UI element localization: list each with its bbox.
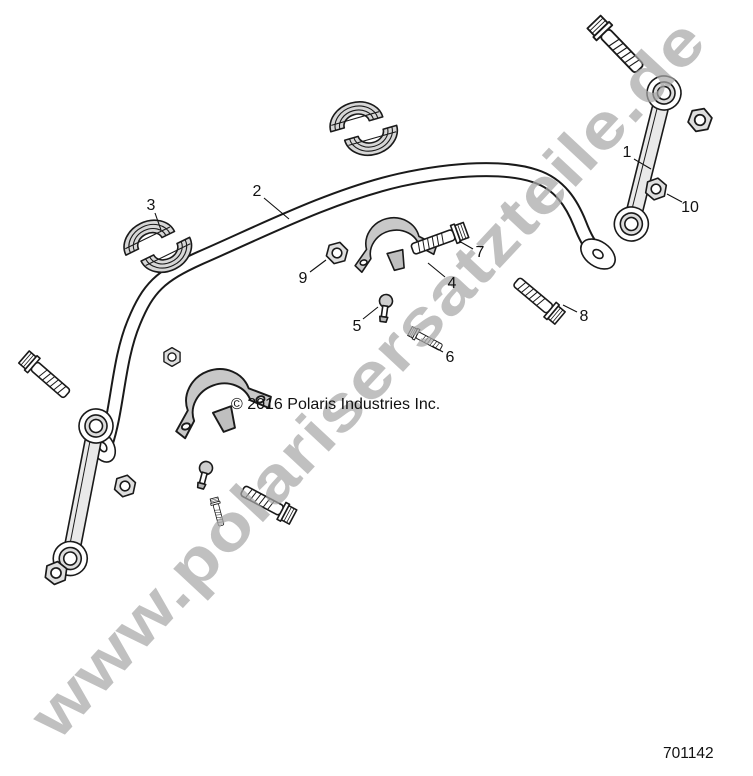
- ball-stud-left: [193, 459, 215, 491]
- callout-label-2: 2: [253, 183, 262, 200]
- part-number: 701142: [663, 745, 714, 762]
- callout-1: 1: [623, 144, 652, 170]
- bolt-top-left: [16, 349, 75, 403]
- callout-2: 2: [253, 183, 290, 220]
- callout-leader-7: [458, 240, 474, 250]
- callout-leader-5: [362, 306, 379, 320]
- callouts: 1 2 3 4 5 6 7 8: [147, 144, 699, 366]
- callout-leader-3: [154, 212, 162, 231]
- callout-7: 7: [458, 240, 485, 261]
- nut-item-9: [324, 239, 350, 267]
- sway-bar: [98, 162, 604, 452]
- nut-left-link-mid: [112, 472, 138, 500]
- callout-6: 6: [431, 345, 455, 366]
- bolt-item-8: [509, 273, 567, 327]
- callout-3: 3: [147, 197, 162, 231]
- bushing-pair-top: [323, 94, 404, 163]
- nut-clamp-left: [163, 346, 181, 368]
- callout-leader-10: [666, 193, 683, 203]
- callout-label-10: 10: [681, 199, 699, 216]
- callout-leader-8: [562, 304, 578, 313]
- callout-leader-6: [431, 345, 444, 353]
- copyright-text: © 2016 Polaris Industries Inc.: [231, 396, 440, 413]
- callout-9: 9: [299, 259, 327, 287]
- callout-leader-2: [263, 197, 290, 220]
- callout-label-9: 9: [299, 270, 308, 287]
- callout-10: 10: [666, 193, 699, 216]
- callout-8: 8: [562, 304, 589, 325]
- bar-end-tab-right: [580, 238, 616, 270]
- callout-label-6: 6: [446, 349, 455, 366]
- end-link-left: [49, 405, 117, 580]
- callout-label-8: 8: [580, 308, 589, 325]
- callout-leader-1: [633, 158, 652, 170]
- callout-leader-9: [309, 259, 327, 273]
- callout-label-7: 7: [476, 244, 485, 261]
- callout-label-4: 4: [448, 275, 457, 292]
- nut-top-right: [685, 104, 715, 136]
- callout-label-3: 3: [147, 197, 156, 214]
- exploded-parts-diagram: [16, 13, 715, 587]
- callout-label-1: 1: [623, 144, 632, 161]
- callout-leader-4: [427, 262, 446, 278]
- callout-label-5: 5: [353, 318, 362, 335]
- callout-4: 4: [427, 262, 457, 292]
- callout-5: 5: [353, 306, 379, 335]
